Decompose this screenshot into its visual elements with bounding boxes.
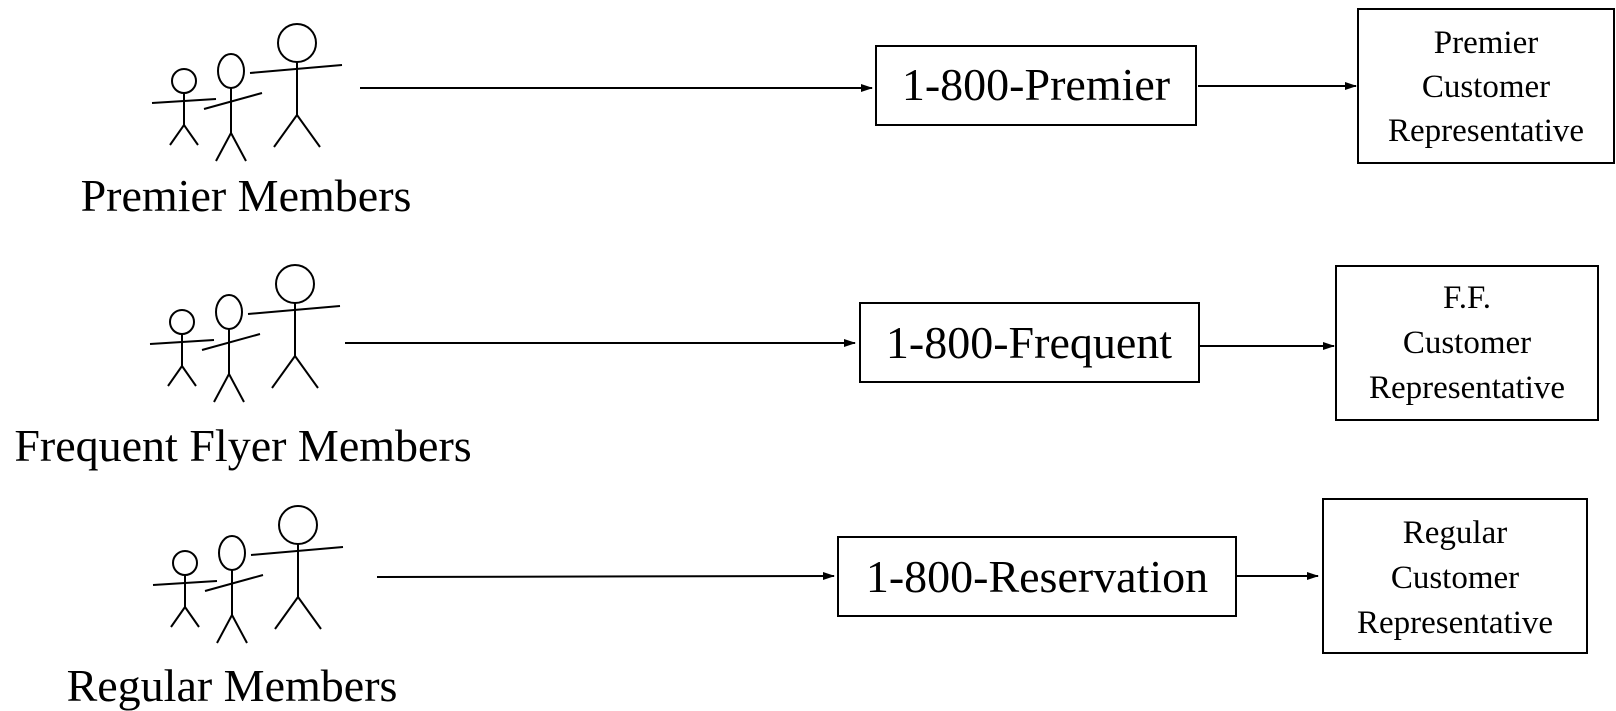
representative-line-2: Customer [1422,69,1550,105]
representative-line-1: Regular [1403,515,1507,551]
representative-line-2: Customer [1391,560,1519,596]
phone-line-box-reservation [837,536,1237,617]
arrow-right-icon [376,572,835,581]
representative-line-3: Representative [1357,605,1553,641]
phone-line-frequent: 1-800-Frequent [886,317,1172,368]
representative-line-1: Premier [1434,25,1538,61]
representative-line-1: F.F. [1443,280,1491,316]
phone-line-premier: 1-800-Premier [902,59,1170,110]
group-label-premier: Premier Members [81,170,412,221]
representative-line-3: Representative [1369,370,1565,406]
representative-box-regular [1322,498,1588,654]
group-label-frequent-flyer: Frequent Flyer Members [14,420,471,471]
phone-line-box-frequent [859,302,1200,383]
representative-box-premier [1357,8,1615,164]
stick-figure-group-icon [151,23,343,162]
representative-box-frequent [1335,265,1599,421]
representative-line-3: Representative [1388,113,1584,149]
row-regular: Regular Members 1-800-Reservation Regula… [67,498,1588,711]
representative-line-2: Customer [1403,325,1531,361]
phone-line-box-premier [875,45,1197,126]
stick-figure-group-icon [149,264,341,403]
row-frequent-flyer: Frequent Flyer Members 1-800-Frequent F.… [14,264,1599,471]
group-label-regular: Regular Members [67,660,398,711]
row-premier: Premier Members 1-800-Premier Premier Cu… [81,8,1615,221]
stick-figure-group-icon [152,505,344,644]
phone-line-reservation: 1-800-Reservation [866,551,1208,602]
